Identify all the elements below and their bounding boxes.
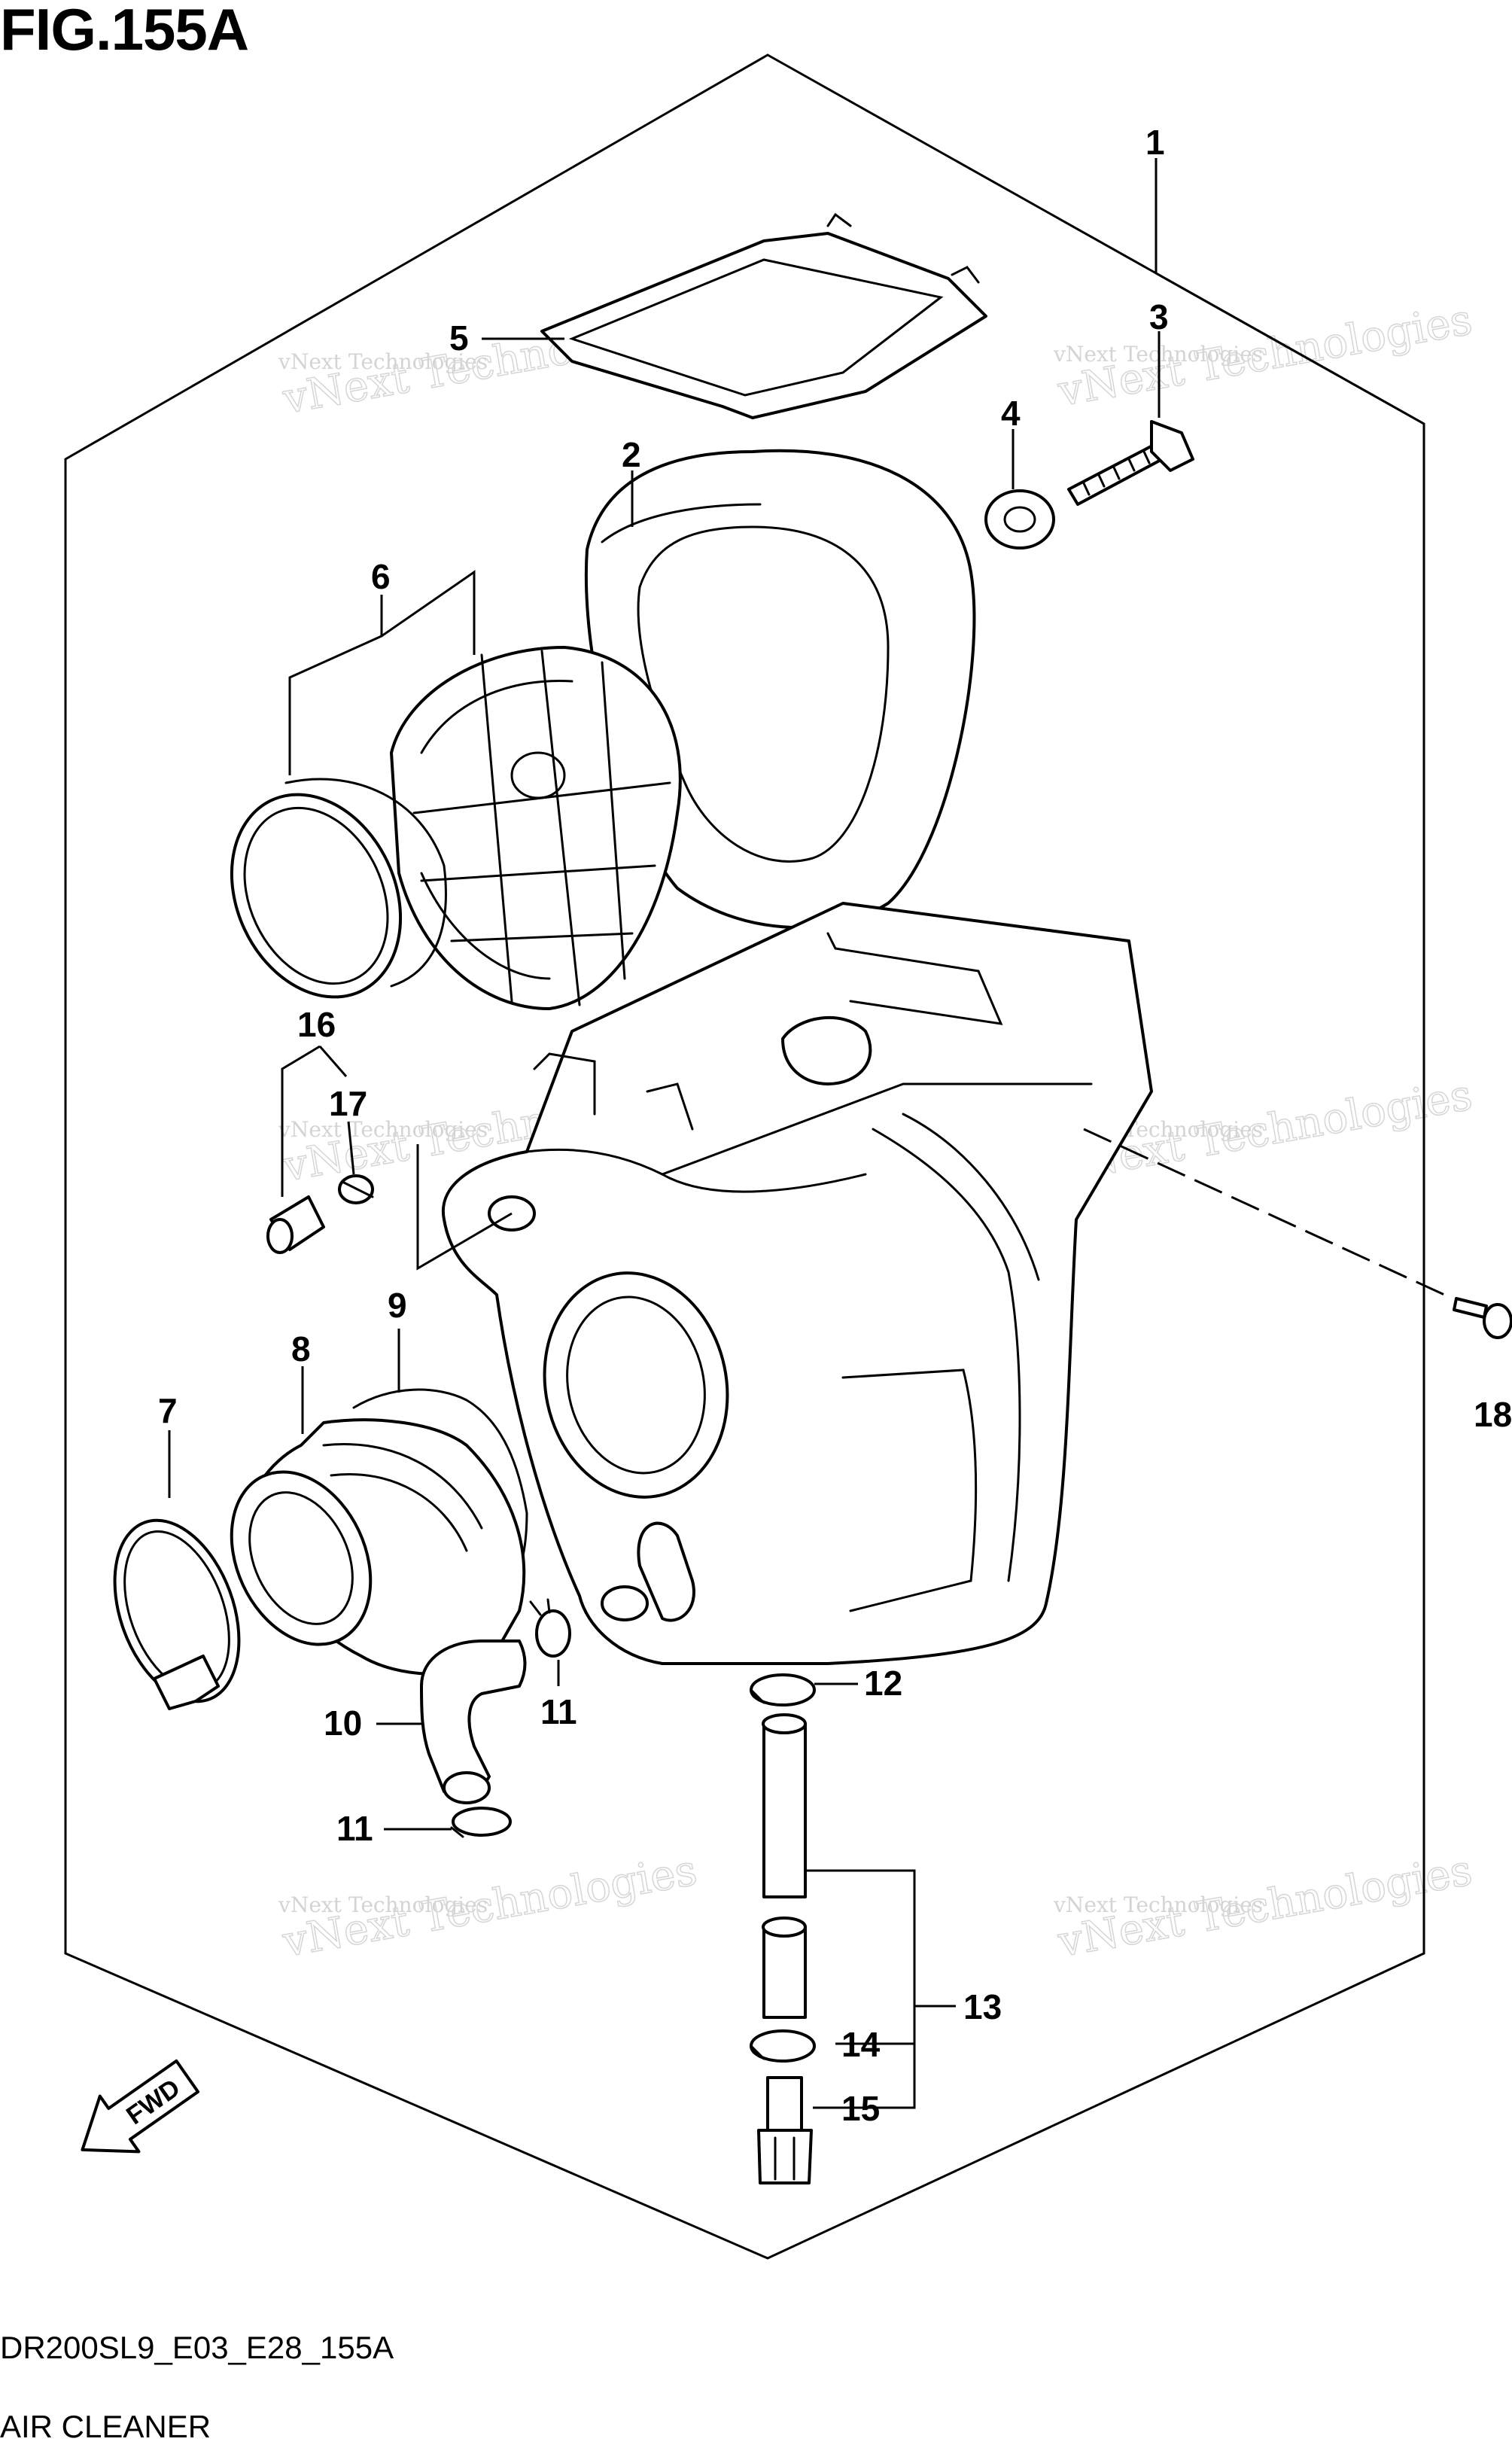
- watermark-top-right: vNext Technologies vNext Technologies: [1053, 295, 1476, 417]
- part-13-drain-tube: [762, 1713, 807, 2019]
- callout-16: 16: [297, 1005, 336, 1044]
- callout-17: 17: [329, 1084, 367, 1123]
- callouts: 1 2 3 4 5 6 7 8 9 10 11 11 12 13 14 15 1…: [158, 123, 1512, 2128]
- callout-18: 18: [1474, 1395, 1512, 1434]
- callout-1: 1: [1145, 123, 1165, 162]
- part-5-lid: [540, 212, 987, 419]
- watermark-text: vNext Technologies: [278, 1892, 488, 1917]
- callout-12: 12: [864, 1664, 902, 1703]
- part-11-clamp-upper: [529, 1598, 571, 1658]
- part-6-filter-cage: [390, 646, 682, 1010]
- leader-housing-bracket: [416, 1144, 513, 1271]
- watermark-bottom-right: vNext Technologies vNext Technologies: [1053, 1846, 1476, 1968]
- diagram-name: AIR CLEANER: [0, 2409, 211, 2444]
- callout-4: 4: [1001, 394, 1021, 433]
- part-7-hose-clamp: [113, 1518, 241, 1710]
- part-17-clip: [338, 1174, 374, 1204]
- leader-13: [805, 1869, 956, 2109]
- callout-13: 13: [963, 1987, 1002, 2026]
- callout-5: 5: [449, 318, 469, 358]
- callout-10: 10: [324, 1703, 362, 1743]
- part-8-intake-boot: [230, 1418, 526, 1676]
- part-3-bolt: [1067, 420, 1194, 506]
- callout-9: 9: [388, 1286, 407, 1325]
- diagram-code: DR200SL9_E03_E28_155A: [0, 2330, 394, 2365]
- part-14-clamp: [750, 2029, 816, 2063]
- part-6-cage-front-ring: [230, 778, 447, 999]
- part-18-screw: [1453, 1297, 1512, 1339]
- callout-6: 6: [371, 557, 391, 596]
- leader-18: [1083, 1128, 1453, 1300]
- callout-11-upper: 11: [540, 1692, 577, 1731]
- part-10-breather-hose: [420, 1639, 527, 1804]
- part-16-drain-plug: [266, 1195, 325, 1254]
- callout-15: 15: [841, 2089, 880, 2128]
- fwd-arrow: FWD: [81, 2059, 200, 2154]
- part-11-clamp-lower: [450, 1807, 512, 1838]
- figure-title: FIG.155A: [0, 0, 249, 62]
- watermark-bottom-left: vNext Technologies vNext Technologies: [278, 1846, 701, 1968]
- callout-14: 14: [841, 2025, 881, 2064]
- watermark-text: vNext Technologies: [278, 349, 488, 374]
- leader-lines: [168, 158, 1453, 2109]
- callout-3: 3: [1149, 297, 1169, 336]
- callout-8: 8: [291, 1329, 311, 1369]
- callout-2: 2: [622, 435, 641, 474]
- callout-11-lower: 11: [336, 1809, 373, 1848]
- watermark-text: vNext Technologies: [1053, 1892, 1263, 1917]
- watermark-text: vNext Technologies: [278, 1117, 488, 1142]
- leader-6: [288, 570, 476, 775]
- air-cleaner-housing: [441, 902, 1153, 1665]
- callout-7: 7: [158, 1391, 178, 1430]
- leader-16: [281, 1045, 348, 1197]
- leader-1: [1155, 158, 1425, 425]
- part-4-washer: [984, 489, 1055, 550]
- part-12-clamp: [750, 1673, 816, 1706]
- leader-17: [347, 1121, 355, 1175]
- part-15-plug: [757, 2076, 813, 2184]
